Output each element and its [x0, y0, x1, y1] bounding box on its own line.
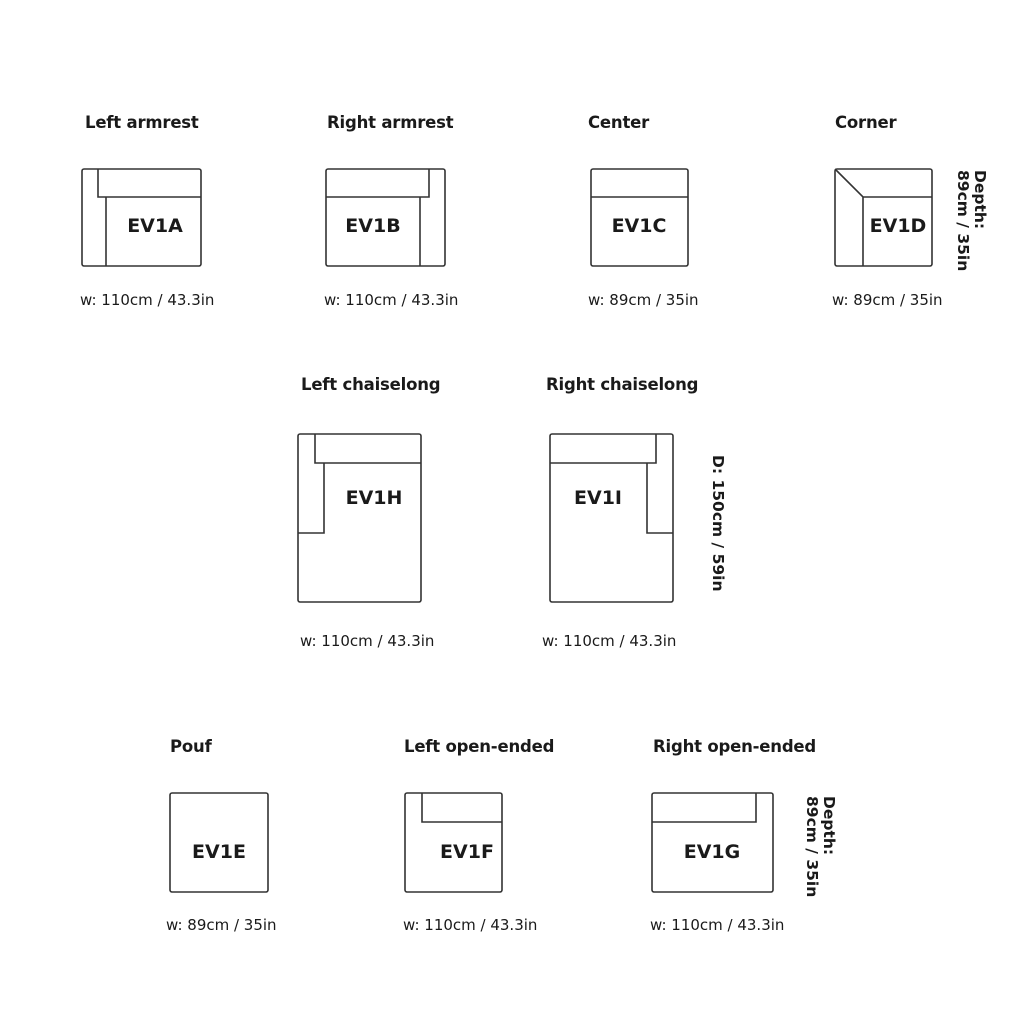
module-code: EV1E	[192, 841, 246, 863]
ev1f-drawing	[404, 792, 503, 893]
module-code: EV1B	[345, 215, 401, 237]
module-title: Corner	[835, 113, 897, 132]
module-title: Left open-ended	[404, 737, 555, 756]
ev1c-drawing	[590, 168, 689, 267]
module-title: Center	[588, 113, 650, 132]
module-title: Left chaiselong	[301, 375, 441, 394]
module-code: EV1F	[440, 841, 494, 863]
depth-value: D: 150cm / 59in	[709, 455, 727, 592]
module-width: w: 110cm / 43.3in	[542, 632, 677, 650]
module-width: w: 110cm / 43.3in	[300, 632, 435, 650]
depth-label-line: Depth:	[820, 796, 838, 856]
depth-label-row1: Depth: 89cm / 35in	[954, 170, 989, 272]
module-width: w: 110cm / 43.3in	[324, 291, 459, 309]
module-title: Right armrest	[327, 113, 454, 132]
module-code: EV1D	[869, 215, 927, 237]
module-code: EV1H	[345, 487, 403, 509]
ev1b-drawing	[325, 168, 446, 267]
module-width: w: 110cm / 43.3in	[80, 291, 215, 309]
ev1d-drawing	[834, 168, 933, 267]
module-width: w: 110cm / 43.3in	[403, 916, 538, 934]
module-code: EV1G	[683, 841, 741, 863]
module-title: Right open-ended	[653, 737, 817, 756]
module-title: Pouf	[170, 737, 212, 756]
depth-label-line: Depth:	[971, 170, 989, 230]
module-width: w: 89cm / 35in	[166, 916, 277, 934]
depth-value: 89cm / 35in	[954, 170, 972, 272]
module-title: Right chaiselong	[546, 375, 699, 394]
depth-value: 89cm / 35in	[803, 796, 821, 898]
ev1e-drawing	[169, 792, 269, 893]
module-width: w: 89cm / 35in	[588, 291, 699, 309]
module-title: Left armrest	[85, 113, 199, 132]
ev1a-drawing	[81, 168, 202, 267]
depth-label-row2: D: 150cm / 59in	[709, 455, 727, 592]
module-code: EV1I	[574, 487, 622, 509]
module-width: w: 110cm / 43.3in	[650, 916, 785, 934]
module-code: EV1C	[611, 215, 667, 237]
depth-label-row3: Depth: 89cm / 35in	[803, 796, 838, 898]
ev1i-drawing	[549, 433, 674, 603]
ev1g-drawing	[651, 792, 774, 893]
ev1h-drawing	[297, 433, 422, 603]
module-width: w: 89cm / 35in	[832, 291, 943, 309]
module-code: EV1A	[127, 215, 183, 237]
